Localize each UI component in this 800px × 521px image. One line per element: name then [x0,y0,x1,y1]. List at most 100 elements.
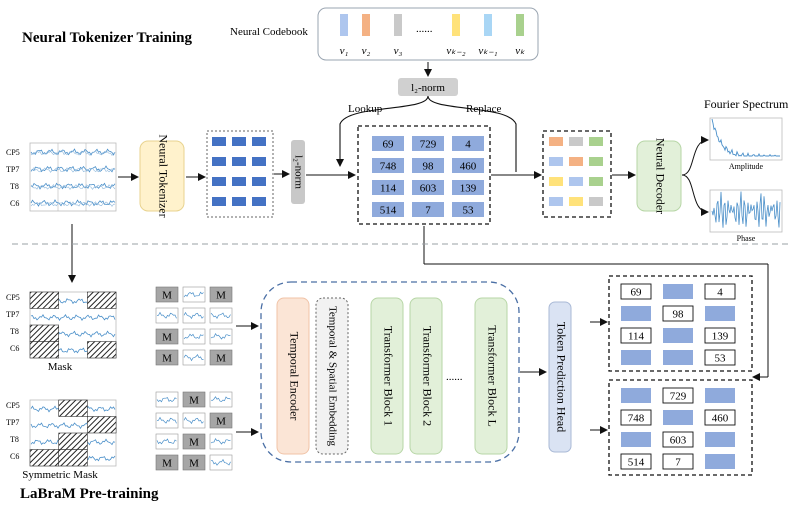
predicted-token-label: 460 [712,413,729,425]
temporal-encoder-label: Temporal Encoder [287,332,301,421]
eeg-input-top [29,142,117,212]
eeg-patch [155,391,179,408]
eeg-wave [183,291,204,298]
feature-token [212,137,226,146]
channel-label: TP7 [6,310,19,319]
eeg-patch [209,391,233,408]
masked-patch [87,291,117,309]
amplitude-curve [711,118,780,157]
codebook-embedding [589,157,603,166]
lookup-label: Lookup [348,103,383,115]
eeg-patch [155,307,179,324]
mask-token-label: M [189,458,199,470]
amplitude-label: Amplitude [729,162,764,171]
predicted-token-label: 69 [631,287,643,299]
mask-token [182,433,206,450]
transformer-block-1-label: Transformer Block 1 [381,326,395,426]
masked-eeg [29,291,117,359]
channel-label: TP7 [6,418,19,427]
lookup-token-label: 139 [460,183,477,195]
lookup-token-label: 53 [463,205,475,217]
mask-token [155,328,179,345]
eeg-wave [183,311,204,320]
temporal-encoder-block [276,297,310,455]
replace-curve [427,95,517,172]
codebook-embedding [569,157,583,166]
channel-label: CP5 [6,148,20,157]
feature-token [252,197,266,206]
lookup-token [452,158,484,173]
eeg-wave [156,311,177,319]
lookup-token [452,180,484,195]
title-pretraining: LaBraM Pre-training [20,486,159,502]
predicted-token-label: 139 [712,331,729,343]
eeg-patch [209,307,233,324]
neural-decoder-label: Neural Decoder [653,138,667,214]
embedding-block [315,297,349,455]
eeg-wave [30,165,116,173]
l2norm-side-box [291,140,305,204]
feature-token [252,157,266,166]
codebook-vector [394,14,402,36]
codebook-vector-label: vₖ₋₂ [446,45,465,57]
eeg-wave [183,416,204,425]
mask-token-label: M [189,437,199,449]
codebook-embedding [549,137,563,146]
lookup-token-label: 114 [380,183,397,195]
eeg-patch [155,433,179,450]
feature-token [252,137,266,146]
mask-token [155,349,179,366]
predicted-token-label: 748 [628,413,645,425]
channel-label: TP7 [6,165,19,174]
masked-patch [58,399,88,417]
eeg-wave [30,184,116,190]
eeg-wave [210,333,231,340]
predicted-token [620,283,652,300]
phase-label: Phase [737,234,756,243]
lookup-token-label: 460 [460,161,477,173]
codebook-vector-label: v₃ [394,45,403,57]
eeg-wave [183,333,204,340]
predicted-token [704,409,736,426]
channel-label: T8 [10,182,19,191]
predicted-token-label: 603 [670,435,687,447]
predicted-token [704,327,736,344]
mask-token [209,412,233,429]
eeg-patch [209,328,233,345]
codebook-frame [317,7,539,61]
eeg-wave [30,182,116,190]
feature-token [232,137,246,146]
feature-token [252,177,266,186]
amplitude-plot [709,117,783,161]
channel-label: T8 [10,327,19,336]
predicted-token-label: 53 [715,353,727,365]
unpredicted-token [621,388,651,403]
channel-label: C6 [10,199,19,208]
fourier-title: Fourier Spectrum [704,97,789,111]
codebook-vector-label: vₖ₋₁ [478,45,497,57]
channel-label: CP5 [6,293,20,302]
predicted-token [620,409,652,426]
eeg-patch [209,454,233,471]
eeg-patch [209,433,233,450]
lookup-token [412,202,444,217]
eeg-wave [156,397,177,403]
l2norm-top-label: l₂-norm [411,82,445,94]
unpredicted-token [705,454,735,469]
predicted-token [704,283,736,300]
neural-tokenizer-block [139,140,185,212]
l2norm-side-label: l₂-norm [292,155,304,189]
transformer-block-l [474,297,508,455]
transformer-block-2 [409,297,443,455]
embedding-label: Temporal & Spatial Embedding [326,306,338,447]
predicted-token-label: 98 [673,309,685,321]
feature-token [212,197,226,206]
lookup-token [372,136,404,151]
masked-patch [87,341,117,359]
